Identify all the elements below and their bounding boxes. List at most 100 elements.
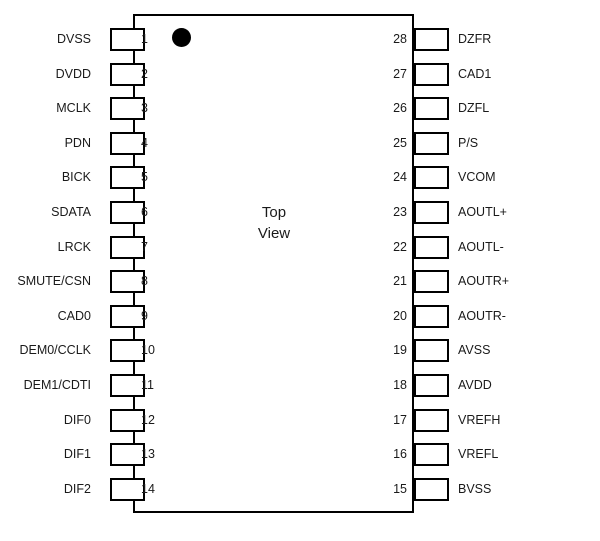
pin-lead: [110, 304, 145, 328]
pin-number: 11: [141, 378, 154, 392]
pin-number: 21: [393, 274, 407, 289]
pin-row: MCLK 3: [0, 97, 180, 121]
pin-number: 8: [141, 274, 148, 289]
package-orientation-label: Top View: [233, 202, 315, 244]
pin-1-marker-dot: [172, 28, 191, 47]
pin-row: DEM1/CDTI 11: [0, 374, 180, 397]
pin-signal-label: AOUTR+: [458, 274, 510, 289]
pin-signal-label: CAD0: [57, 308, 91, 323]
pin-number: 26: [393, 101, 407, 116]
top-view-line-2: View: [257, 225, 291, 242]
pin-signal-label: LRCK: [57, 239, 91, 254]
pin-signal-label: SDATA: [51, 205, 91, 219]
pin-row: BVSS 15: [380, 477, 600, 501]
pin-lead: [414, 270, 449, 294]
pin-signal-label: DZFR: [458, 32, 492, 46]
pin-lead: [110, 201, 145, 224]
pin-signal-label: PDN: [64, 135, 91, 150]
pin-lead: [414, 443, 449, 467]
pin-lead: [110, 374, 145, 397]
pin-signal-label: VCOM: [458, 170, 496, 185]
pin-row: CAD0 9: [0, 304, 180, 328]
pin-number: 15: [393, 481, 407, 496]
pin-lead: [110, 270, 145, 294]
pin-number: 22: [393, 239, 407, 254]
pin-number: 17: [393, 412, 407, 427]
pin-number: 3: [141, 101, 148, 116]
pin-number: 9: [141, 308, 148, 323]
pin-lead: [110, 131, 145, 155]
pin-signal-label: DIF0: [63, 412, 91, 427]
pin-lead: [110, 235, 145, 259]
pin-lead: [110, 477, 145, 501]
pin-number: 16: [393, 447, 407, 462]
pin-number: 5: [141, 170, 148, 185]
pin-number: 12: [141, 412, 155, 427]
pin-lead: [414, 131, 449, 155]
pin-number: 10: [141, 343, 155, 358]
pin-row: AOUTR-20: [380, 304, 600, 328]
pin-lead: [110, 97, 145, 121]
pin-signal-label: BICK: [61, 170, 91, 185]
pin-row: DIF1 13: [0, 443, 180, 467]
pin-lead: [414, 304, 449, 328]
pin-signal-label: DIF1: [63, 447, 91, 462]
pin-lead: [110, 339, 145, 363]
pin-lead: [414, 201, 449, 224]
pin-signal-label: VREFH: [458, 412, 501, 427]
pin-lead: [110, 62, 145, 86]
pin-number: 2: [141, 66, 148, 81]
pin-signal-label: AVSS: [458, 343, 491, 358]
pin-row: VCOM 24: [380, 166, 600, 190]
pin-signal-label: AVDD: [458, 378, 492, 392]
pin-signal-label: VREFL: [458, 447, 499, 462]
pin-signal-label: MCLK: [56, 101, 91, 116]
pin-row: P/S 25: [380, 131, 600, 155]
pin-signal-label: DVDD: [55, 66, 91, 81]
pin-lead: [110, 166, 145, 190]
pin-row: VREFH 17: [380, 408, 600, 432]
pin-row: VREFL 16: [380, 443, 600, 467]
pin-row: LRCK 7: [0, 235, 180, 259]
pin-row: AOUTR+ 21: [380, 270, 600, 294]
ic-package-body: [133, 14, 414, 513]
pin-number: 14: [141, 481, 155, 496]
pin-lead: [414, 235, 449, 259]
pin-signal-label: AOUTR-: [458, 308, 506, 323]
pin-number: 24: [393, 170, 407, 185]
pin-number: 4: [141, 135, 148, 150]
top-view-line-1: Top: [261, 204, 287, 221]
pin-signal-label: SMUTE/CSN: [17, 274, 91, 289]
pin-row: PDN 4: [0, 131, 180, 155]
pin-signal-label: DZFL: [458, 101, 490, 116]
pin-row: DZFL 26: [380, 97, 600, 121]
pin-signal-label: BVSS: [458, 481, 492, 496]
pin-row: AOUTL- 22: [380, 235, 600, 259]
pin-signal-label: AOUTL-: [458, 239, 504, 254]
pin-row: AOUTL+ 23: [380, 201, 600, 224]
pin-signal-label: P/S: [458, 135, 479, 150]
pin-lead: [414, 62, 449, 86]
pin-lead: [110, 28, 145, 51]
pin-number: 13: [141, 447, 155, 462]
pin-lead: [110, 408, 145, 432]
pin-signal-label: CAD1: [458, 66, 492, 81]
pin-lead: [414, 166, 449, 190]
pin-lead: [414, 28, 449, 51]
pin-number: 7: [141, 239, 148, 254]
pin-signal-label: DEM1/CDTI: [23, 378, 91, 392]
pin-signal-label: AOUTL+: [458, 205, 507, 219]
pin-lead: [414, 97, 449, 121]
pin-number: 23: [393, 205, 407, 219]
pin-number: 1: [141, 32, 148, 46]
pin-number: 25: [393, 135, 407, 150]
pin-lead: [110, 443, 145, 467]
pin-number: 28: [393, 32, 407, 46]
